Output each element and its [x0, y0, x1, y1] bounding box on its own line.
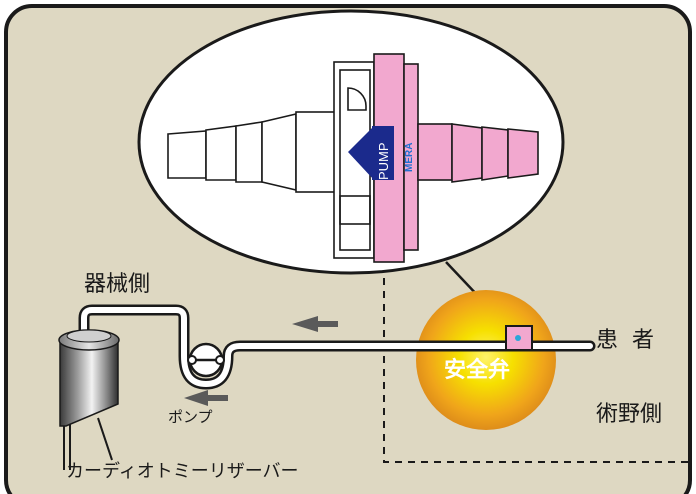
reservoir-label: カーディオトミーリザーバー [66, 461, 299, 482]
tubing [78, 304, 596, 390]
surgical-side-label: 術野側 [596, 402, 663, 427]
brand-marking: MERA [404, 143, 415, 172]
patient-label: 患者 [596, 328, 669, 353]
flow-arrow-icon [184, 390, 228, 406]
valve-detail: PUMP MERA [167, 53, 539, 263]
surgical-field-boundary [383, 278, 690, 463]
pump-label: ポンプ [168, 408, 213, 426]
pump-roller [187, 342, 225, 378]
machine-side-label: 器械側 [84, 272, 151, 297]
safety-valve-label: 安全弁 [444, 358, 511, 383]
pump-marking: PUMP [376, 142, 391, 180]
reservoir [58, 329, 120, 470]
right-connector [417, 123, 539, 183]
left-connector [167, 111, 337, 193]
flow-arrow-icon [292, 316, 338, 332]
